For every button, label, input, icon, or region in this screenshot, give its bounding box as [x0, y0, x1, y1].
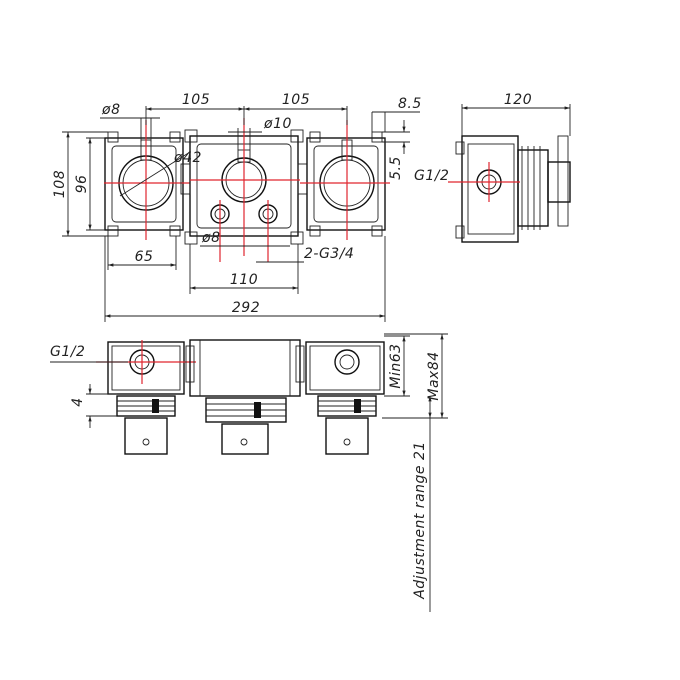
left-valve-box: [104, 120, 190, 240]
front-center-unit: [185, 339, 305, 455]
dim-dia8-top: ø8: [101, 102, 120, 118]
dim-105-right: 105: [282, 92, 310, 108]
dim-105-left: 105: [182, 92, 210, 108]
side-view: [448, 104, 571, 243]
dim-8-5: 8.5: [398, 96, 422, 112]
front-dimensions: [50, 333, 448, 612]
dim-96: 96: [74, 175, 90, 194]
front-right-unit: [305, 341, 385, 455]
dim-g12-front: G1/2: [50, 344, 85, 360]
dim-292: 292: [232, 300, 260, 316]
dim-dia42: ø42: [173, 150, 202, 166]
dim-dia8-bottom: ø8: [201, 230, 220, 246]
dim-65: 65: [135, 249, 154, 265]
dim-108: 108: [52, 170, 68, 198]
top-view: [62, 106, 420, 322]
front-left-unit: [96, 340, 196, 455]
center-valve-box: [180, 118, 308, 262]
dim-120: 120: [504, 92, 532, 108]
dim-4: 4: [70, 397, 86, 406]
dim-5-5: 5.5: [388, 156, 404, 180]
dimension-labels: 105 105 8.5 120 ø8 ø10 ø42 108 96 5.5 G1…: [50, 92, 532, 600]
dim-g12-side: G1/2: [414, 168, 449, 184]
dim-min63: Min63: [388, 343, 404, 388]
dim-adjustment-range: Adjustment range 21: [412, 441, 428, 600]
dim-110: 110: [230, 272, 258, 288]
dim-max84: Max84: [426, 351, 442, 400]
right-valve-box: [300, 120, 390, 240]
dim-dia10: ø10: [263, 116, 292, 132]
dim-2g34: 2-G3/4: [304, 246, 354, 262]
top-dimensions: [62, 106, 420, 322]
front-view: [50, 333, 448, 612]
